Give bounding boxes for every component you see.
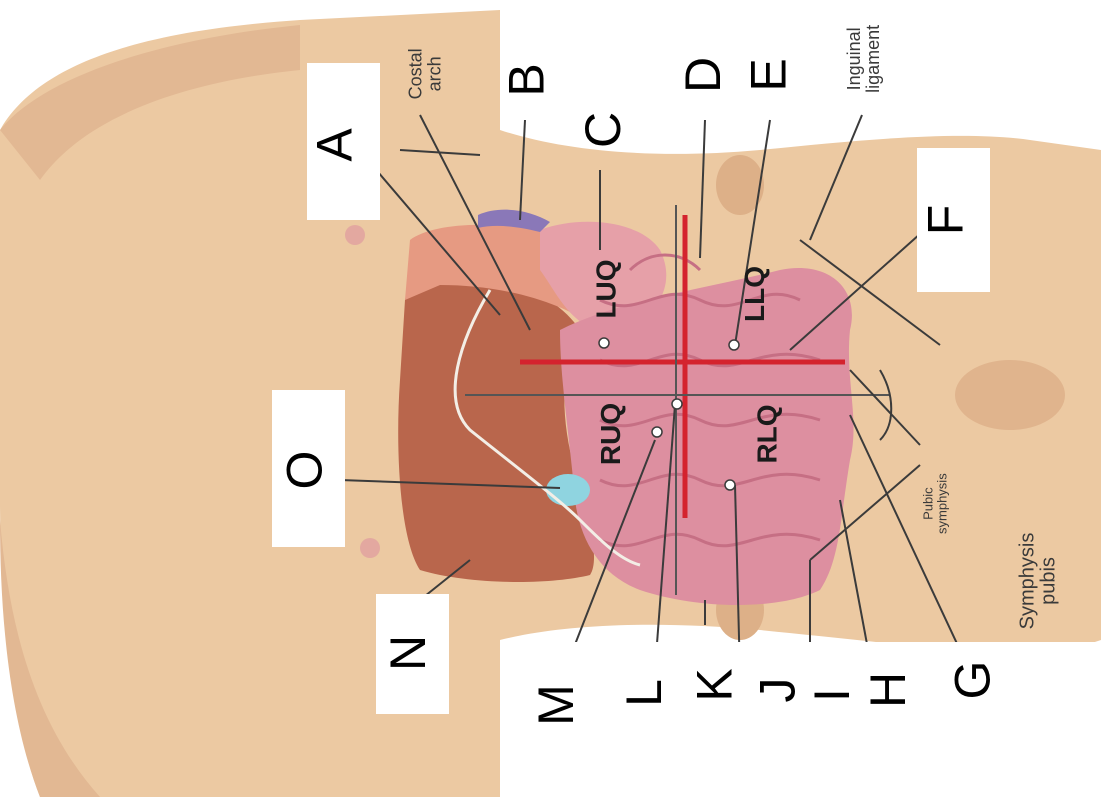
quadrant-ruq: RUQ xyxy=(597,403,625,465)
quadrant-llq: LLQ xyxy=(741,266,769,322)
inguinal-ligament-label: Inguinal ligament xyxy=(845,25,883,93)
label-a: A xyxy=(310,128,360,161)
quadrant-luq: LUQ xyxy=(593,259,621,318)
label-m: M xyxy=(531,684,581,726)
label-b: B xyxy=(502,63,552,96)
pubic-symphysis-label: Pubic symphysis xyxy=(922,473,949,534)
symphysis-pubis-label: Symphysis pubis xyxy=(1017,533,1059,630)
label-i: I xyxy=(807,688,857,702)
liver xyxy=(398,268,594,582)
label-j: J xyxy=(753,678,803,703)
label-o: O xyxy=(279,451,329,490)
label-f: F xyxy=(920,205,970,236)
nipple-upper xyxy=(345,225,365,245)
label-l: L xyxy=(619,679,669,707)
costal-arch-label: Costal arch xyxy=(407,48,445,99)
label-g: G xyxy=(947,661,997,700)
label-box-bottom xyxy=(523,642,1101,797)
nipple-lower xyxy=(360,538,380,558)
label-k: K xyxy=(690,668,740,701)
label-c: C xyxy=(578,112,628,148)
label-n: N xyxy=(383,635,433,671)
label-e: E xyxy=(744,58,794,91)
label-d: D xyxy=(678,57,728,93)
groin-shadow xyxy=(955,360,1065,430)
quadrant-rlq: RLQ xyxy=(754,404,782,463)
label-h: H xyxy=(863,672,913,708)
gallbladder xyxy=(546,474,590,506)
